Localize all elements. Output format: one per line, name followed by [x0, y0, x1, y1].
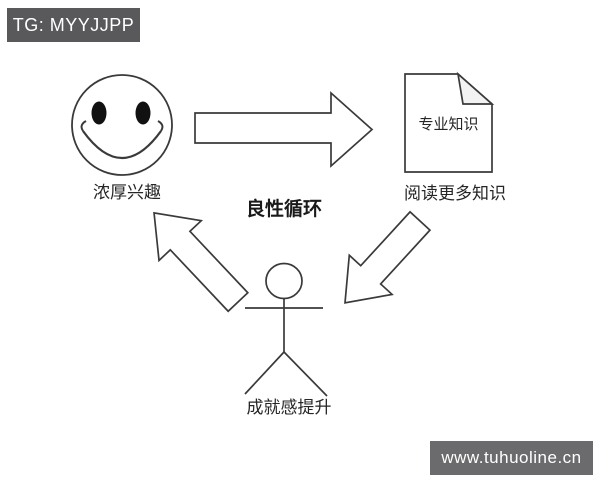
document-title-text: 专业知识 — [418, 116, 479, 133]
label-interest: 浓厚兴趣 — [93, 183, 161, 202]
label-achievement: 成就感提升 — [246, 398, 332, 417]
cycle-title: 良性循环 — [245, 199, 322, 220]
arrow-right-icon — [194, 91, 374, 168]
watermark-bottom-right: www.tuhuoline.cn — [430, 441, 593, 475]
document-icon — [404, 71, 495, 173]
watermark-bottom-right-text: www.tuhuoline.cn — [441, 448, 582, 467]
watermark-top-left: TG: MYYJJPP — [7, 8, 140, 42]
stick-figure-icon — [244, 262, 328, 397]
watermark-top-left-text: TG: MYYJJPP — [12, 14, 135, 35]
label-knowledge: 阅读更多知识 — [404, 184, 506, 203]
arrow-up-left-icon — [153, 211, 250, 313]
smiley-face-icon — [71, 74, 173, 176]
arrow-down-left-icon — [344, 210, 432, 304]
